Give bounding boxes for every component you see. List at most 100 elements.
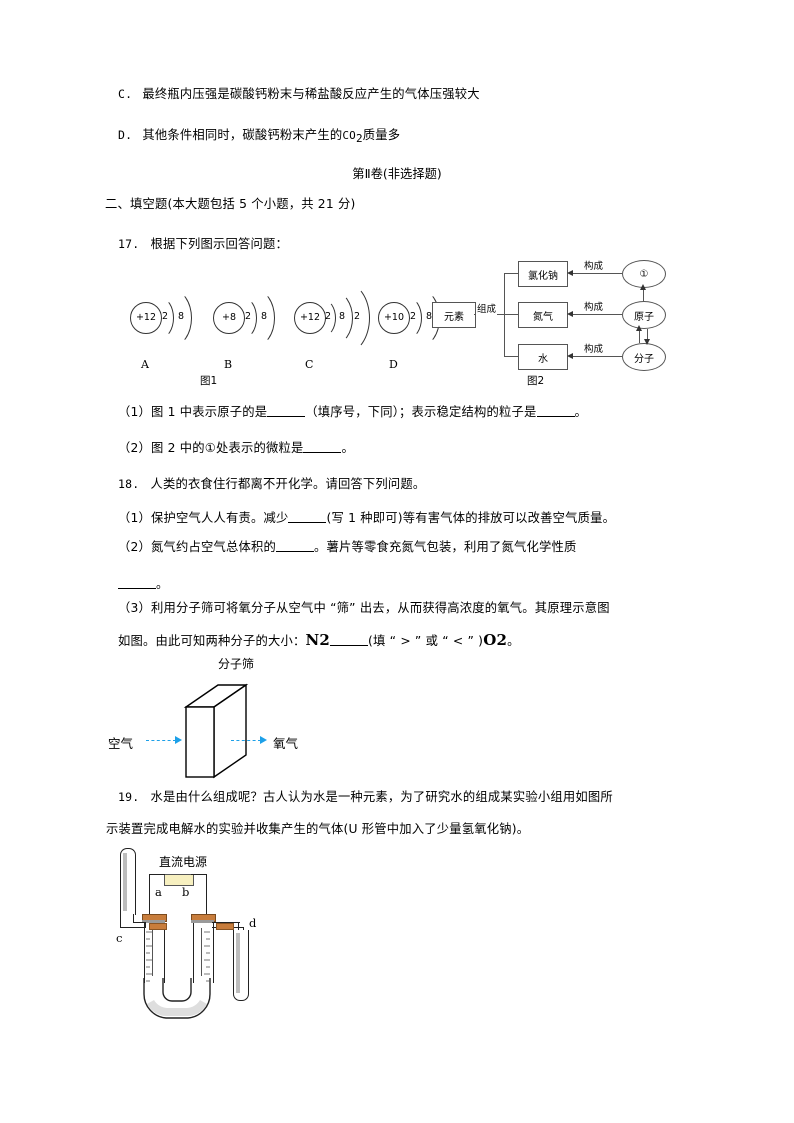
q17-sub2-text-b: 。 [341, 441, 354, 455]
wire-psu-right-vertical [206, 874, 208, 918]
q17-sub1-text-a: （1）图 1 中表示原子的是 [118, 405, 268, 419]
u-tube-left-graduations [146, 931, 152, 982]
wire-psu-right-top [191, 874, 207, 876]
q18-sub3-formula-o2-sub: 2 [496, 631, 508, 649]
flow-line-branch-mid [504, 314, 518, 315]
option-c-text: 最终瓶内压强是碳酸钙粉末与稀盐酸反应产生的气体压强较大 [142, 87, 480, 101]
figure-electrolysis-apparatus: 直流电源 a b [108, 848, 338, 1038]
figure-2-flowchart: 元素 组成 氯化钠 氮气 水 ① 原子 分子 构成 构成 构成 [432, 255, 672, 387]
q18-sub1-text-b: (写 1 种即可)等有害气体的排放可以改善空气质量。 [326, 511, 616, 525]
q17-sub2-text-a: （2）图 2 中的①处表示的微粒是 [118, 441, 304, 455]
atom-d-electrons-2: 8 [426, 311, 433, 322]
dc-power-supply-icon [164, 874, 194, 886]
flow-node-unknown-particle: ① [622, 260, 666, 288]
sieve-outlet-arrow-line [231, 740, 261, 741]
atom-c-label: C [305, 358, 314, 371]
option-c-letter: C. [118, 87, 133, 101]
sieve-inlet-label: 空气 [108, 736, 134, 751]
option-c: C. 最终瓶内压强是碳酸钙粉末与稀盐酸反应产生的气体压强较大 [118, 86, 480, 103]
q17-sub1-blank-2[interactable] [536, 405, 575, 417]
flow-label-constitute-2: 构成 [583, 299, 605, 313]
flow-line-molecule-to-atom [639, 329, 641, 343]
flow-arrow-row-3 [567, 352, 573, 359]
flow-line-row-3 [573, 356, 622, 357]
q18-sub2-blank-1[interactable] [276, 540, 314, 552]
atom-d-label: D [389, 358, 398, 371]
question-17-number: 17. [118, 237, 140, 251]
electrode-rod-a [152, 928, 154, 976]
q18-sub3-blank[interactable] [330, 634, 369, 646]
tube-d-label: d [249, 916, 257, 930]
atom-model-a: +12 2 8 A [130, 280, 216, 371]
option-d-letter: D. [118, 128, 133, 142]
q18-sub2-text-b: 。薯片等零食充氮气包装，利用了氮气化学性质 [314, 540, 577, 554]
electrode-b-label: b [182, 885, 190, 899]
flow-label-constitute-3: 构成 [583, 341, 605, 355]
flow-arrow-atom-to-particle [639, 284, 646, 290]
u-tube-bend [143, 978, 211, 1019]
atom-b-electrons-2: 8 [261, 311, 268, 322]
atom-a-electrons-1: 2 [162, 311, 169, 322]
figure-molecular-sieve: 分子筛 空气 氧气 [108, 655, 378, 779]
atom-c-shell-3 [320, 282, 370, 354]
q18-sub3-formula-o2: O [483, 631, 497, 649]
question-18-stem: 18. 人类的衣食住行都离不开化学。请回答下列问题。 [118, 476, 425, 493]
flow-node-nitrogen: 氮气 [518, 302, 568, 328]
wire-psu-left-vertical [149, 874, 151, 918]
q18-sub2-text-a: （2）氮气约占空气总体积的 [118, 540, 276, 554]
dc-power-supply-label: 直流电源 [159, 855, 208, 869]
q18-sub1-text-a: （1）保护空气人人有责。减少 [118, 511, 289, 525]
collection-tube-c-fill [123, 853, 127, 911]
atom-a-shell-2 [152, 289, 192, 347]
question-18-sub-3-line2: 如图。由此可知两种分子的大小：N2(填 “ > ” 或 “ < ” )O2。 [118, 632, 520, 650]
u-tube-right-graduations [204, 931, 210, 982]
atom-model-c: +12 2 8 2 C [294, 280, 394, 371]
sieve-outlet-label: 氧气 [273, 736, 299, 751]
q18-sub3-text-b: 如图。由此可知两种分子的大小： [118, 634, 306, 648]
stopper-collar-a [142, 920, 165, 923]
flow-label-compose: 组成 [476, 301, 498, 315]
q18-sub2-blank-2[interactable] [118, 577, 156, 589]
q18-sub3-text-mid: (填 “ > ” 或 “ < ” ) [368, 634, 484, 648]
q18-sub3-formula-n2-sub: 2 [319, 631, 331, 649]
question-19-line-2: 示装置完成电解水的实验并收集产生的气体(U 形管中加入了少量氢氧化钠)。 [106, 822, 530, 836]
question-18-sub-2-cont: 。 [118, 576, 169, 593]
q18-sub1-blank[interactable] [288, 511, 327, 523]
question-19-number: 19. [118, 790, 140, 804]
tube-c-label: c [116, 931, 123, 945]
atom-a-label: A [141, 358, 149, 371]
atom-c-electrons-2: 8 [339, 311, 346, 322]
q17-sub2-blank[interactable] [303, 441, 342, 453]
sieve-inlet-arrow-line [146, 740, 176, 741]
atom-b-electrons-1: 2 [245, 311, 252, 322]
sieve-slab-icon [183, 683, 249, 779]
q18-sub2-text-c: 。 [156, 577, 169, 591]
atom-d-electrons-1: 2 [410, 311, 417, 322]
question-17-stem-text: 根据下列图示回答问题： [150, 237, 288, 251]
flow-arrow-row-1 [567, 269, 573, 276]
tube-connector-right [216, 922, 234, 930]
flow-line-branch-bottom [504, 356, 518, 357]
tube-c-top-wall [133, 922, 145, 924]
electrode-rod-b [201, 928, 203, 976]
sieve-inlet-arrow-head [175, 736, 182, 744]
flow-arrow-row-2 [567, 310, 573, 317]
sieve-title: 分子筛 [218, 657, 255, 671]
flow-line-atom-to-particle [643, 288, 645, 301]
question-18-sub-1: （1）保护空气人人有责。减少 (写 1 种即可)等有害气体的排放可以改善空气质量。 [118, 510, 615, 527]
q17-sub1-blank-1[interactable] [267, 405, 306, 417]
option-d-text-post: 质量多 [362, 128, 401, 142]
figure-2-caption: 图2 [527, 375, 545, 387]
q17-sub1-text-c: 。 [574, 405, 588, 419]
flow-line-atom-to-molecule [647, 329, 649, 343]
option-d-text-pre: 其他条件相同时，碳酸钙粉末产生的 [142, 128, 343, 142]
figure-1-caption: 图1 [200, 375, 218, 387]
tube-d-riser-inner [238, 922, 240, 932]
figure-1-atom-models: +12 2 8 A +8 2 8 B +12 2 8 2 C [130, 280, 460, 387]
q18-sub3-text-end: 。 [507, 634, 520, 648]
atom-b-shell-2 [235, 289, 275, 347]
question-18-stem-text: 人类的衣食住行都离不开化学。请回答下列问题。 [150, 477, 426, 491]
question-17-stem: 17. 根据下列图示回答问题： [118, 236, 288, 253]
option-d: D. 其他条件相同时，碳酸钙粉末产生的CO2质量多 [118, 127, 400, 147]
flow-line-row-1 [573, 273, 622, 274]
